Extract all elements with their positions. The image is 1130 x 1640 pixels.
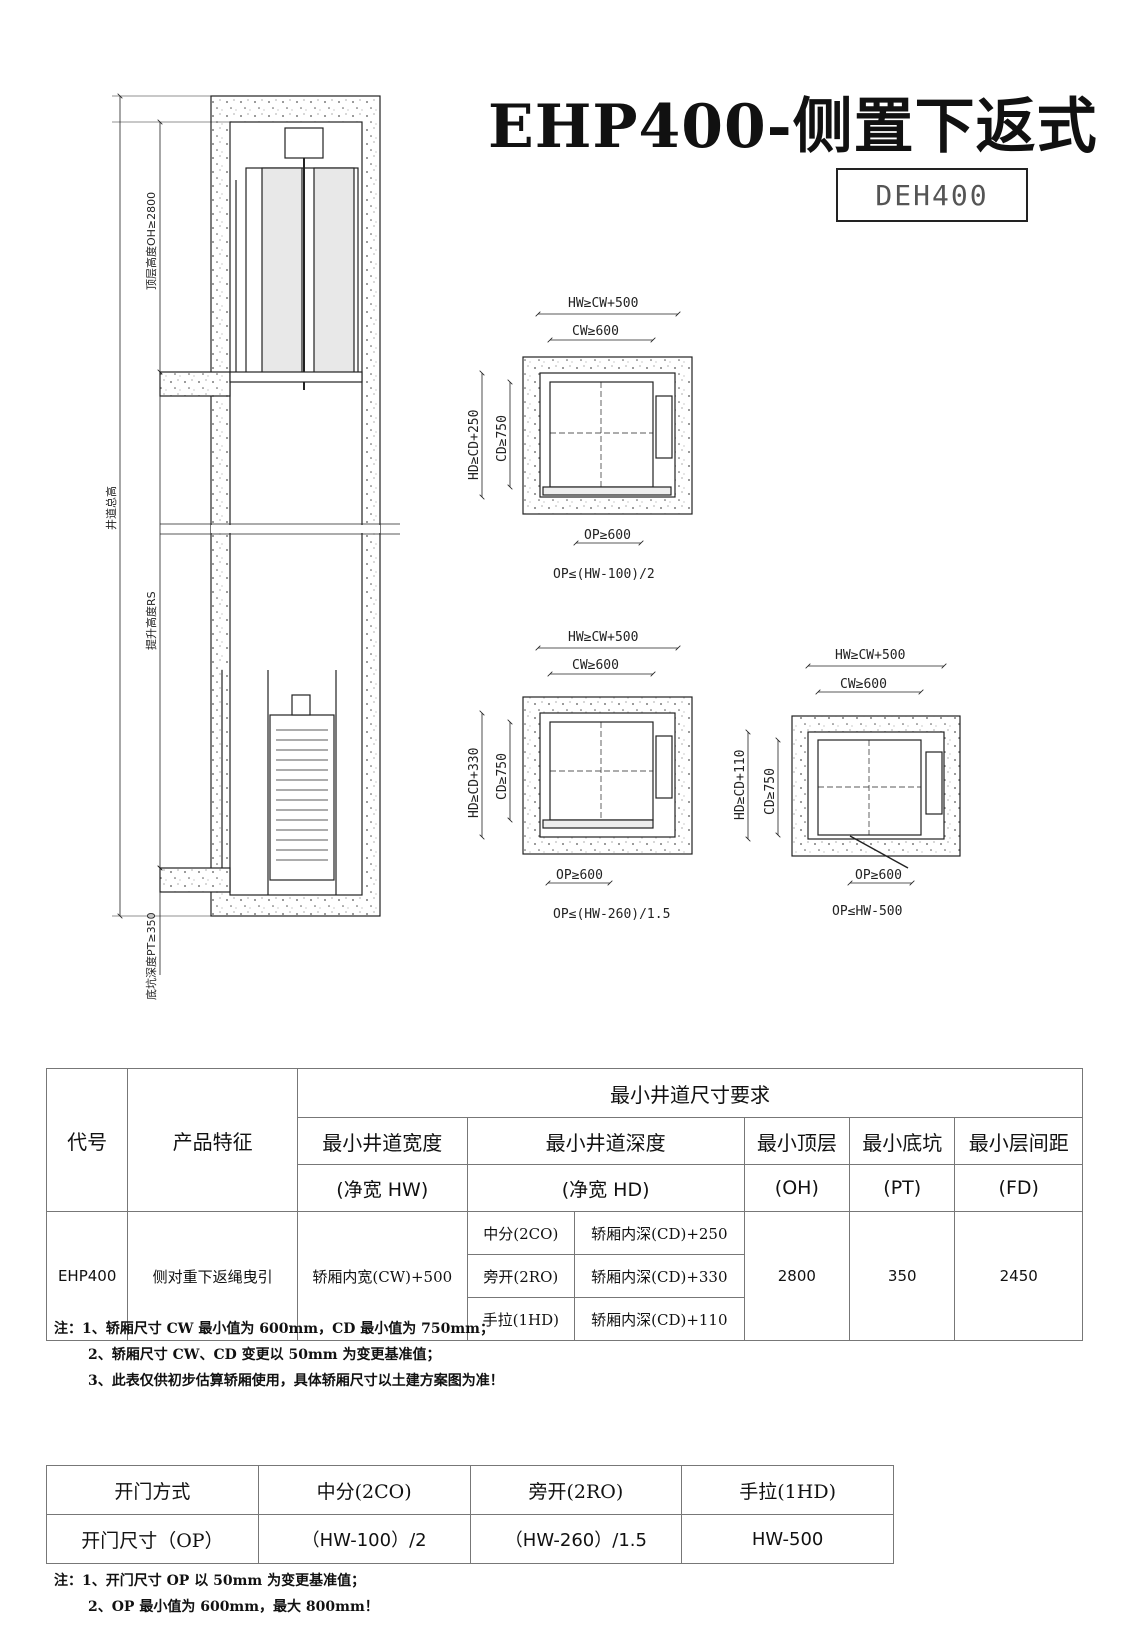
plan-1-op-formula: OP≤(HW-100)/2 [553,567,655,582]
plan-3-op-formula: OP≤HW-500 [832,904,902,919]
cell-depth-value: 轿厢内深(CD)+250 [574,1211,745,1255]
plan-3-labels: HW≥CW+500 CW≥600 HD≥CD+110 CD≥750 OP≥600… [733,648,905,919]
notes-table-2: 注：1、开门尺寸 OP 以 50mm 为变更基准值； 2、OP 最小值为 600… [54,1568,379,1620]
plan-3-op: OP≥600 [855,868,902,883]
plan-2-op: OP≥600 [556,868,603,883]
plan-2-labels: HW≥CW+500 CW≥600 HD≥CD+330 CD≥750 OP≥600… [467,630,670,922]
oh-label: 顶层高度OH≥2800 [144,192,158,290]
cell-feature: 侧对重下返绳曳引 [127,1211,298,1341]
plan-view-2ro [482,648,693,883]
door-op-2ro: （HW-260）/1.5 [469,1514,683,1564]
plan-1-hw: HW≥CW+500 [568,296,638,311]
th-depth: 最小井道深度 [466,1117,745,1165]
note-line: 2、轿厢尺寸 CW、CD 变更以 50mm 为变更基准值； [88,1347,441,1363]
cell-oh: 2800 [743,1211,851,1341]
plan-1-cw: CW≥600 [572,324,619,339]
th-fd-sub: (FD) [954,1164,1083,1212]
pit-label: 底坑深度PT≥350 [144,912,158,1000]
th-width: 最小井道宽度 [296,1117,468,1165]
page-title: EHP400-侧置下返式 [488,92,1098,162]
cell-fd: 2450 [954,1211,1083,1341]
plan-view-2co [482,314,693,543]
shaft-size-table: 代号 产品特征 最小井道尺寸要求 最小井道宽度 最小井道深度 最小顶层 最小底坑… [45,1068,1084,1341]
note-line: 注：1、轿厢尺寸 CW 最小值为 600mm，CD 最小值为 750mm； [54,1321,494,1337]
door-row-label: 开门尺寸（OP） [46,1514,259,1564]
cell-depth-type: 手拉(1HD) [466,1297,576,1341]
cell-code: EHP400 [45,1211,129,1341]
door-th-2co: 中分(2CO) [257,1465,471,1515]
th-oh-sub: (OH) [743,1164,851,1212]
note-line: 2、OP 最小值为 600mm，最大 800mm！ [88,1599,379,1615]
cell-depth-type: 旁开(2RO) [466,1254,576,1298]
th-group: 最小井道尺寸要求 [296,1068,1084,1118]
plan-3-cd: CD≥750 [763,768,778,815]
cell-depth-value: 轿厢内深(CD)+330 [574,1254,745,1298]
cell-pt: 350 [849,1211,956,1341]
plan-2-hw: HW≥CW+500 [568,630,638,645]
plan-1-cd: CD≥750 [495,415,510,462]
notes-table-1: 注：1、轿厢尺寸 CW 最小值为 600mm，CD 最小值为 750mm； 2、… [54,1316,504,1394]
th-width-sub: (净宽 HW) [296,1164,468,1212]
cell-width: 轿厢内宽(CW)+500 [296,1211,468,1341]
th-oh: 最小顶层 [743,1117,851,1165]
plan-view-1hd [748,666,961,883]
cell-depth-type: 中分(2CO) [466,1211,576,1255]
th-depth-sub: (净宽 HD) [466,1164,745,1212]
th-code: 代号 [45,1068,129,1212]
door-th-2ro: 旁开(2RO) [469,1465,683,1515]
cell-depth-value: 轿厢内深(CD)+110 [574,1297,745,1341]
elevation-labels: 顶层高度OH≥2800 井道总高 提升高度RS 底坑深度PT≥350 [104,192,158,1000]
note-line: 注：1、开门尺寸 OP 以 50mm 为变更基准值； [54,1573,366,1589]
plan-2-cd: CD≥750 [495,753,510,800]
travel-label: 提升高度RS [144,591,158,650]
door-th-type: 开门方式 [46,1465,259,1515]
plan-3-cw: CW≥600 [840,677,887,692]
door-th-1hd: 手拉(1HD) [681,1465,894,1515]
th-pt: 最小底坑 [849,1117,956,1165]
door-op-1hd: HW-500 [681,1514,894,1564]
door-opening-table: 开门方式 中分(2CO) 旁开(2RO) 手拉(1HD) 开门尺寸（OP） （H… [46,1465,894,1564]
plan-2-hd: HD≥CD+330 [467,748,482,818]
door-op-2co: （HW-100）/2 [257,1514,471,1564]
elevator-drawing: 顶层高度OH≥2800 井道总高 提升高度RS 底坑深度PT≥350 HW≥CW… [104,0,961,1000]
plan-3-hw: HW≥CW+500 [835,648,905,663]
plan-2-cw: CW≥600 [572,658,619,673]
th-fd: 最小层间距 [954,1117,1083,1165]
plan-1-op: OP≥600 [584,528,631,543]
th-feature: 产品特征 [127,1068,298,1212]
plan-2-op-formula: OP≤(HW-260)/1.5 [553,907,670,922]
plan-1-labels: HW≥CW+500 CW≥600 HD≥CD+250 CD≥750 OP≥600… [467,296,655,582]
elevation-view [112,96,400,975]
th-pt-sub: (PT) [849,1164,956,1212]
plan-1-hd: HD≥CD+250 [467,410,482,480]
hoistway-total-label: 井道总高 [104,486,118,530]
counterweight-blocks [276,729,328,861]
model-code-box: DEH400 [836,168,1028,222]
note-line: 3、此表仅供初步估算轿厢使用，具体轿厢尺寸以土建方案图为准！ [88,1373,504,1389]
plan-3-hd: HD≥CD+110 [733,750,748,820]
